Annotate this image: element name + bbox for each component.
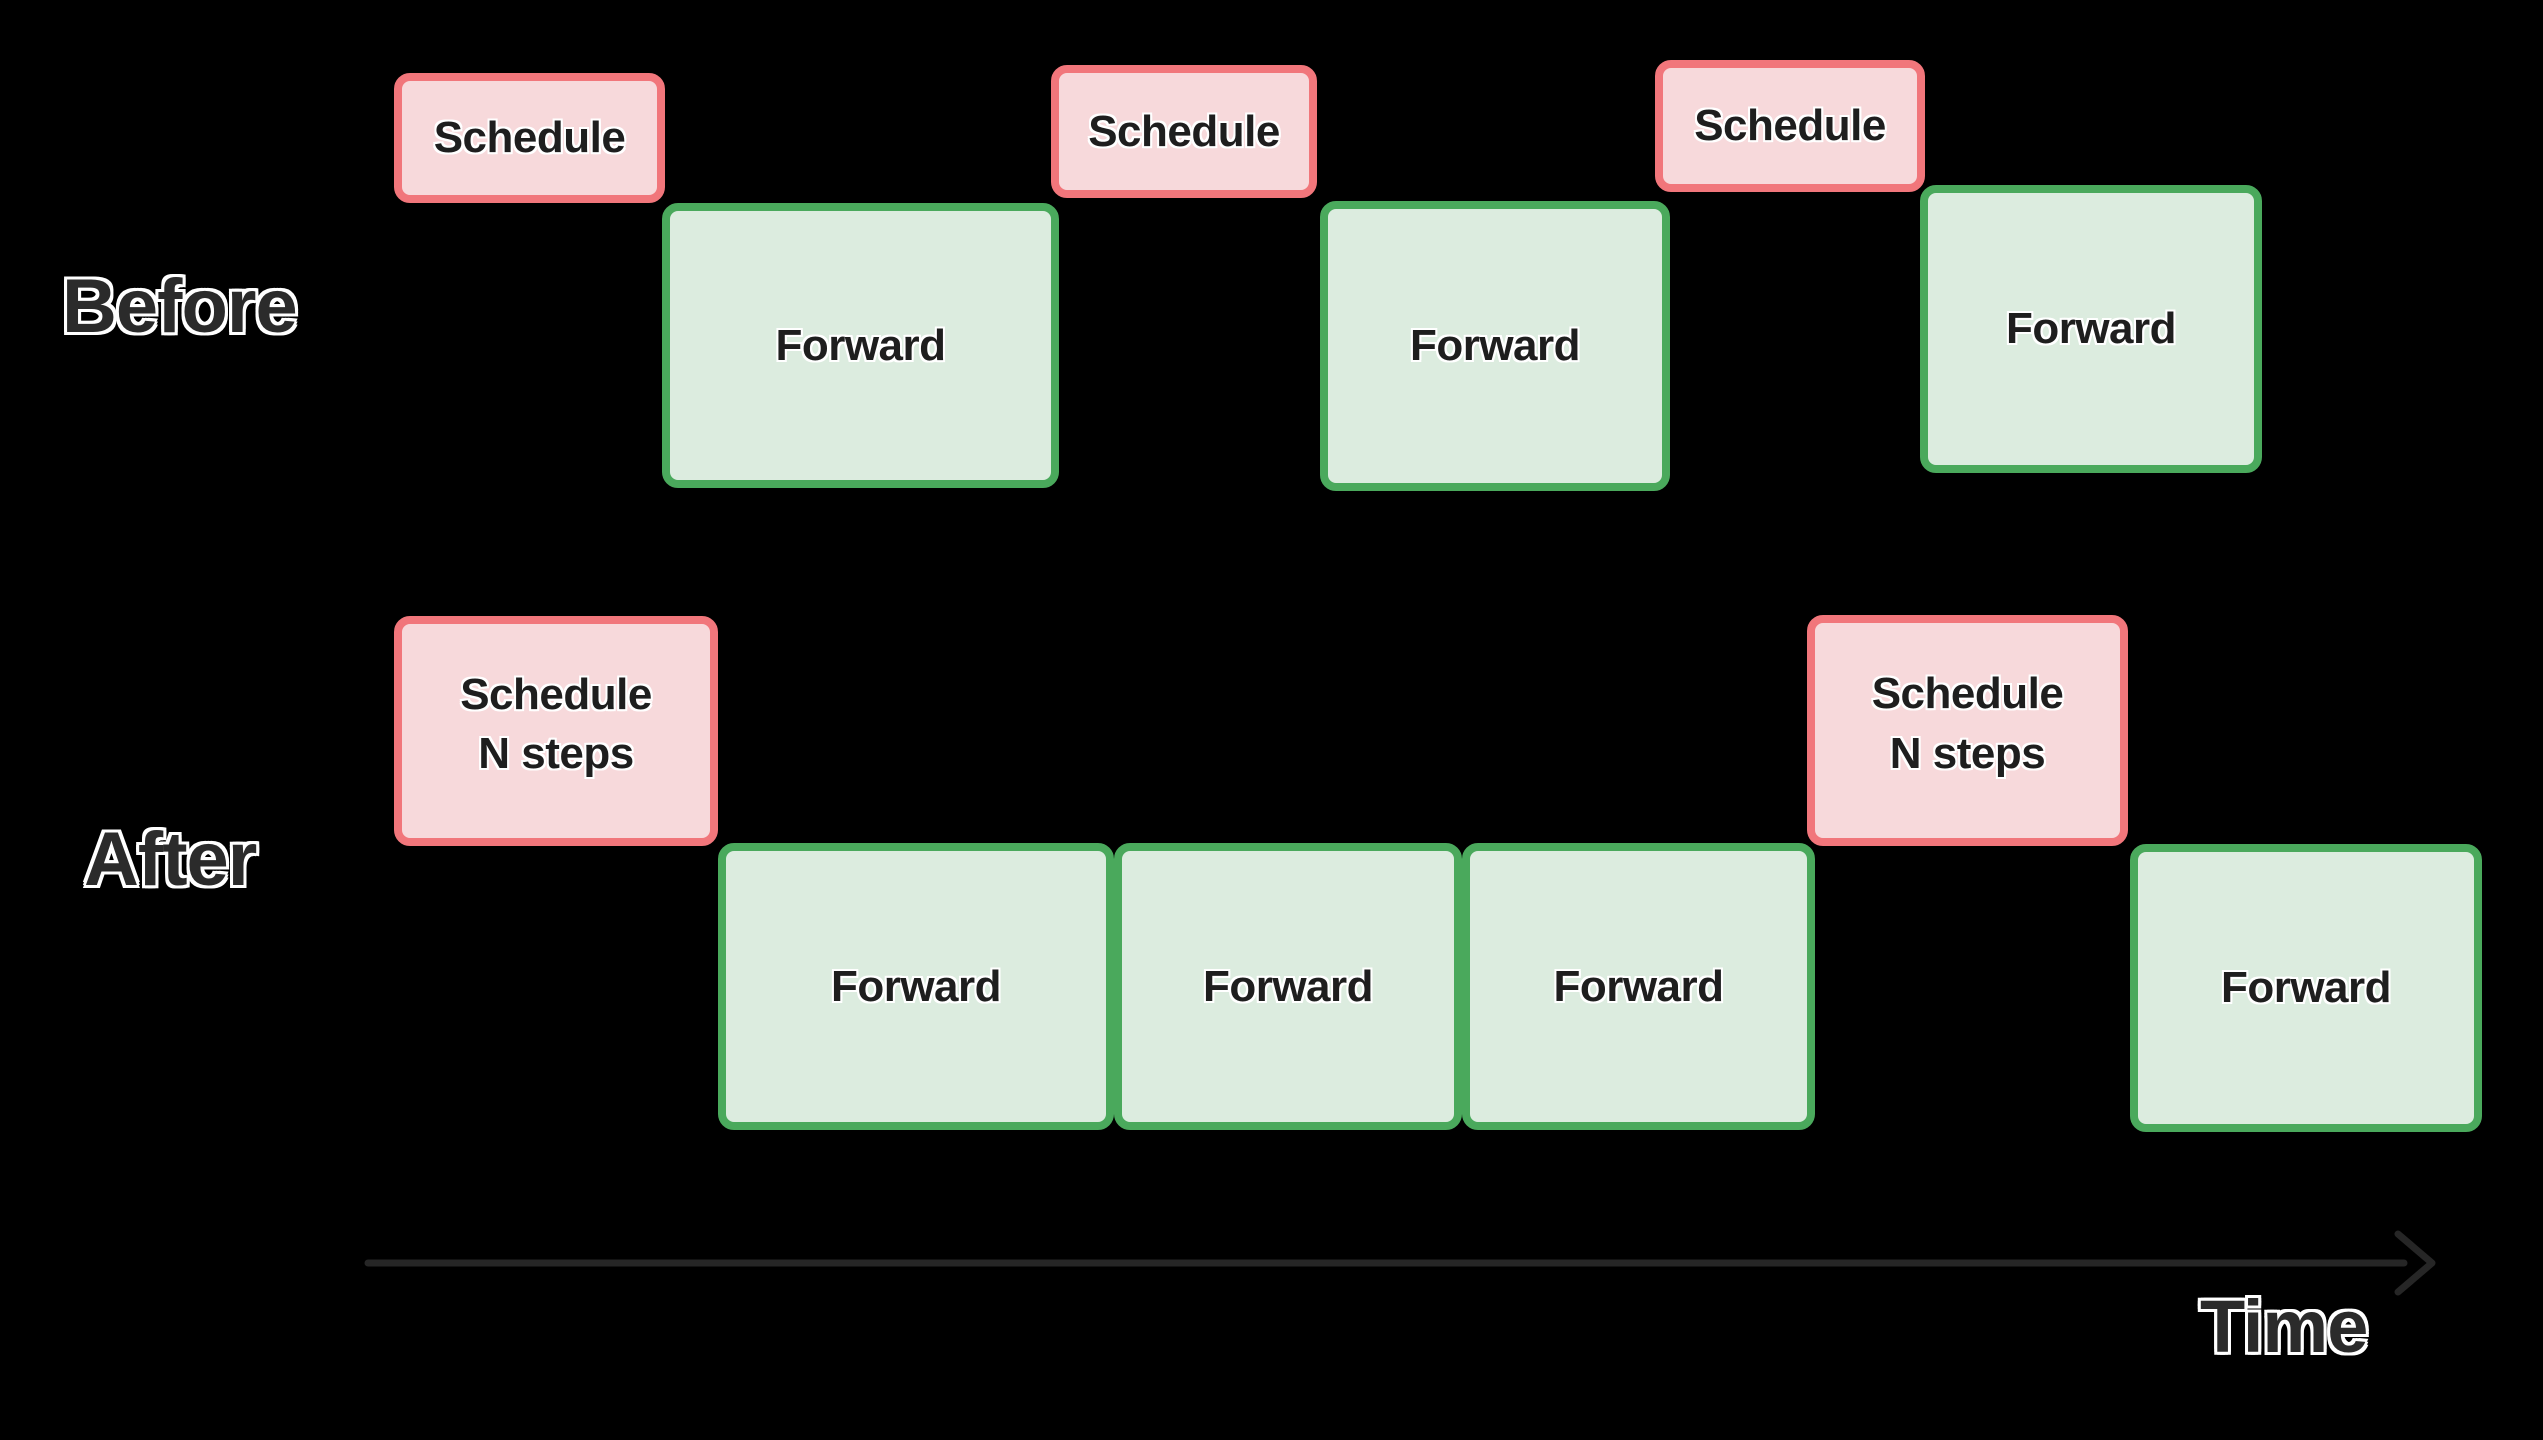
box-label: Forward (1553, 961, 1724, 1011)
schedule-n-steps-box: Schedule N steps (1807, 615, 2128, 846)
schedule-n-steps-box: Schedule N steps (394, 616, 718, 846)
box-label: Forward (830, 961, 1002, 1011)
forward-box: Forward (662, 203, 1059, 488)
forward-box: Forward (1462, 843, 1815, 1130)
schedule-box: Schedule (394, 73, 665, 203)
box-label: Forward (2005, 304, 2177, 354)
forward-box: Forward (1920, 185, 2262, 473)
before-row-label: Before (62, 264, 298, 349)
schedule-box: Schedule (1655, 60, 1925, 192)
forward-box: Forward (2130, 844, 2482, 1132)
forward-box: Forward (718, 843, 1114, 1130)
box-label: Forward (775, 320, 946, 370)
box-label: Forward (1202, 961, 1374, 1011)
time-axis-label: Time (2200, 1285, 2368, 1368)
box-label: Forward (1409, 321, 1581, 371)
box-label-line1: Schedule (460, 669, 652, 719)
schedule-box: Schedule (1051, 65, 1317, 198)
box-label-line2: N steps (1889, 728, 2046, 778)
box-label-line1: Schedule (1871, 669, 2064, 719)
box-label-line2: N steps (478, 729, 634, 778)
box-label: Schedule (433, 113, 626, 163)
forward-box: Forward (1320, 201, 1670, 491)
forward-box: Forward (1114, 843, 1462, 1130)
box-label: Schedule (1088, 106, 1280, 156)
box-label: Schedule (1694, 101, 1886, 151)
after-row-label: After (84, 817, 257, 902)
box-label: Forward (2220, 963, 2392, 1013)
